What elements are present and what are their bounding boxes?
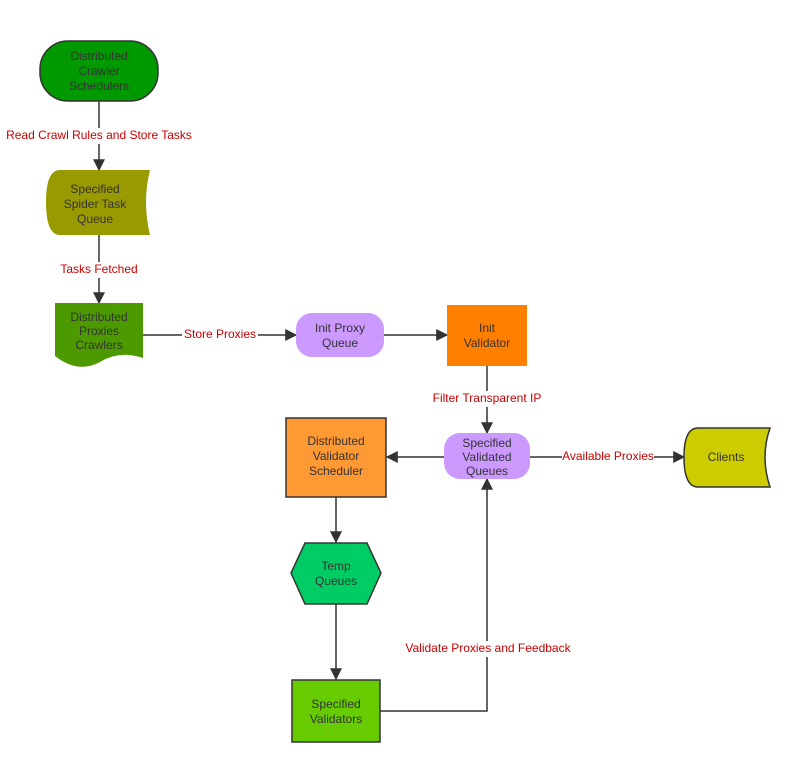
edge-label-validate-proxies-feedback: Validate Proxies and Feedback — [405, 641, 571, 655]
svg-text:Queue: Queue — [322, 336, 358, 350]
node-clients: Clients — [683, 427, 772, 488]
node-specified-spider-task-queue: Specified Spider Task Queue — [46, 170, 150, 235]
svg-text:Init: Init — [479, 321, 496, 335]
svg-text:Validator: Validator — [464, 336, 510, 350]
edge-label-available-proxies: Available Proxies — [562, 449, 654, 463]
svg-text:Proxies: Proxies — [79, 324, 119, 338]
node-temp-queues: Temp Queues — [290, 542, 382, 605]
svg-text:Queue: Queue — [77, 212, 113, 226]
svg-text:Validator: Validator — [313, 449, 359, 463]
edge-label-filter-transparent-ip: Filter Transparent IP — [433, 391, 542, 405]
svg-text:Crawlers: Crawlers — [75, 338, 122, 352]
svg-text:Specified: Specified — [70, 182, 119, 196]
node-init-validator: Init Validator — [447, 305, 527, 366]
svg-text:Validated: Validated — [462, 450, 511, 464]
edge-validators-feedback-to-validated-queues — [380, 477, 493, 712]
node-specified-validators: Specified Validators — [291, 679, 381, 743]
node-init-proxy-queue: Init Proxy Queue — [296, 313, 384, 357]
svg-text:Schedulers: Schedulers — [69, 79, 129, 93]
edge-label-store-proxies: Store Proxies — [184, 327, 256, 341]
svg-text:Validators: Validators — [310, 712, 362, 726]
svg-text:Clients: Clients — [708, 450, 745, 464]
svg-text:Specified: Specified — [462, 436, 511, 450]
svg-text:Spider Task: Spider Task — [64, 197, 127, 211]
edge-label-read-crawl-rules: Read Crawl Rules and Store Tasks — [6, 128, 192, 142]
svg-text:Distributed: Distributed — [70, 310, 127, 324]
svg-text:Distributed: Distributed — [70, 49, 127, 63]
svg-text:Queues: Queues — [466, 464, 508, 478]
svg-text:Queues: Queues — [315, 574, 357, 588]
svg-text:Distributed: Distributed — [307, 434, 364, 448]
node-distributed-crawler-schedulers: Distributed Crawler Schedulers — [39, 40, 159, 102]
svg-text:Crawler: Crawler — [78, 64, 119, 78]
node-distributed-validator-scheduler: Distributed Validator Scheduler — [285, 417, 387, 498]
edge-label-tasks-fetched: Tasks Fetched — [60, 262, 137, 276]
node-distributed-proxies-crawlers: Distributed Proxies Crawlers — [55, 303, 143, 367]
svg-text:Init Proxy: Init Proxy — [315, 321, 365, 335]
node-specified-validated-queues: Specified Validated Queues — [444, 433, 530, 479]
svg-text:Scheduler: Scheduler — [309, 464, 363, 478]
svg-text:Specified: Specified — [311, 697, 360, 711]
svg-text:Temp: Temp — [321, 559, 351, 573]
